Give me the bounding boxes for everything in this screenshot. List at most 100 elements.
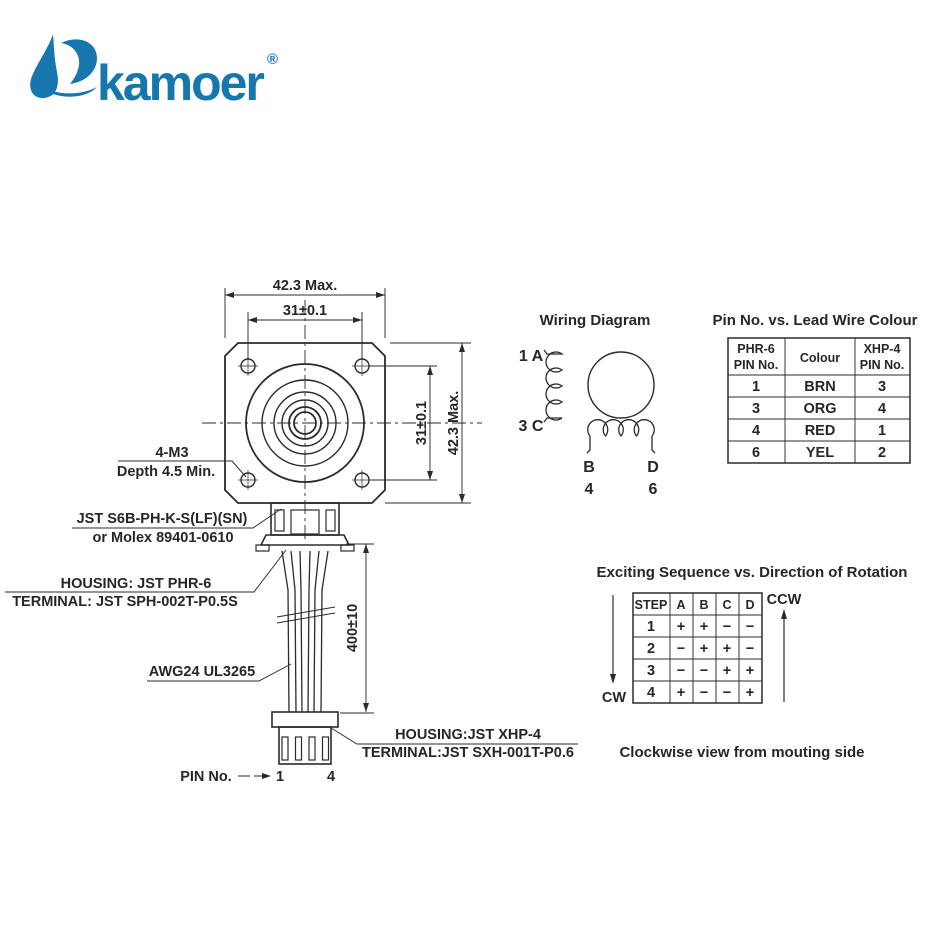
seq-table-cell: + xyxy=(700,641,708,657)
cable-assembly xyxy=(255,502,355,765)
pin-table-cell: 1 xyxy=(752,379,760,395)
cw-arrowhead xyxy=(610,674,616,684)
pin-table-header: PHR-6 xyxy=(737,342,775,356)
rotor-circle xyxy=(587,351,655,419)
xhp-housing-label: HOUSING:JST XHP-4 xyxy=(395,727,541,743)
xhp-terminal-label: TERMINAL:JST SXH-001T-P0.6 xyxy=(362,745,574,761)
seq-table-cell: 4 xyxy=(647,685,655,701)
brand-name: kamoer xyxy=(97,55,264,111)
leader-line xyxy=(330,727,578,745)
xhp-connector-body xyxy=(278,726,332,765)
pin-table-cell: 3 xyxy=(752,401,760,417)
seq-table-cell: + xyxy=(677,685,685,701)
sequence-table-header: STEP xyxy=(635,598,668,612)
dim-height-max: 42.3 Max. xyxy=(446,391,462,456)
pcb-connector-label-line1: JST S6B-PH-K-S(LF)(SN) xyxy=(77,511,248,527)
pcb-connector-label-line2: or Molex 89401-0610 xyxy=(92,530,233,546)
callout-labels: 4-M3 Depth 4.5 Min. JST S6B-PH-K-S(LF)(S… xyxy=(5,445,578,785)
pin-first-number: 1 xyxy=(276,769,284,785)
motor-front-view xyxy=(202,300,482,542)
coil-a-c xyxy=(543,349,564,423)
mounting-hole xyxy=(238,470,258,490)
sequence-table-header: C xyxy=(722,598,731,612)
pin-table-border xyxy=(727,337,911,464)
sequence-table: Exciting Sequence vs. Direction of Rotat… xyxy=(597,564,908,761)
pin-table-cell: 2 xyxy=(878,445,886,461)
seq-table-cell: 2 xyxy=(647,641,655,657)
arrowheads xyxy=(225,292,465,712)
seq-table-cell: + xyxy=(700,619,708,635)
xhp-pin-slot xyxy=(294,736,303,761)
sequence-table-header: B xyxy=(699,598,708,612)
pin-table-cell: YEL xyxy=(806,445,834,461)
seq-table-cell: 3 xyxy=(647,663,655,679)
xhp-connector-flange xyxy=(271,711,339,728)
collar-foot xyxy=(340,544,355,552)
xhp-pin-slot xyxy=(281,736,289,761)
phase-c-label: 3 C xyxy=(519,418,544,435)
ccw-arrowhead xyxy=(781,609,787,619)
phr-housing-label: HOUSING: JST PHR-6 xyxy=(61,576,212,592)
cw-label: CW xyxy=(602,690,626,706)
phase-a-label: 1 A xyxy=(519,348,544,365)
seq-table-cell: − xyxy=(677,641,685,657)
pin-table-header: Colour xyxy=(800,351,840,365)
phr-connector-cavity xyxy=(290,509,320,535)
dimension-lines xyxy=(225,294,463,712)
pin-table-cell: RED xyxy=(805,423,836,439)
registered-mark: ® xyxy=(267,51,278,68)
wiring-diagram: Wiring Diagram 1 A 3 C B D 4 6 xyxy=(519,312,659,498)
seq-table-cell: − xyxy=(723,685,731,701)
mount-hole-label-line2: Depth 4.5 Min. xyxy=(117,464,215,480)
logo-drop-icon xyxy=(30,34,58,99)
pin-last-number: 4 xyxy=(327,769,335,785)
sequence-table-grid xyxy=(633,593,762,703)
mount-hole-label-line1: 4-M3 xyxy=(155,445,188,461)
phase-b-label: B xyxy=(583,459,595,476)
sequence-table-title: Exciting Sequence vs. Direction of Rotat… xyxy=(597,564,908,581)
seq-table-cell: − xyxy=(677,663,685,679)
seq-table-cell: + xyxy=(723,641,731,657)
pin-table-cell: 6 xyxy=(752,445,760,461)
seq-table-cell: + xyxy=(723,663,731,679)
sequence-table-header: D xyxy=(745,598,754,612)
leader-line xyxy=(5,549,287,593)
pin-table-header: PIN No. xyxy=(860,358,904,372)
dim-width-max: 42.3 Max. xyxy=(273,278,338,294)
pin-no-arrowhead xyxy=(262,773,271,779)
dim-hole-pitch-v: 31±0.1 xyxy=(414,401,430,445)
mounting-hole xyxy=(352,470,372,490)
phr-terminal-label: TERMINAL: JST SPH-002T-P0.5S xyxy=(12,594,238,610)
phase-d-pin: 6 xyxy=(649,481,658,498)
phr-connector-slot xyxy=(274,509,285,532)
pin-table-cell: ORG xyxy=(803,401,836,417)
wiring-diagram-title: Wiring Diagram xyxy=(540,312,651,329)
pin-table-cell: 3 xyxy=(878,379,886,395)
seq-table-cell: − xyxy=(746,641,754,657)
phr-connector-slot xyxy=(325,509,336,532)
seq-table-cell: − xyxy=(700,663,708,679)
pin-table-cell: 4 xyxy=(752,423,760,439)
pin-no-label: PIN No. xyxy=(180,769,232,785)
pin-table-title: Pin No. vs. Lead Wire Colour xyxy=(713,312,918,329)
seq-table-cell: − xyxy=(700,685,708,701)
pin-table-grid xyxy=(728,338,910,463)
leader-line xyxy=(147,663,292,682)
motor-body-outline xyxy=(224,342,386,504)
collar-foot xyxy=(255,544,270,552)
sequence-table-header: A xyxy=(676,598,685,612)
phase-b-pin: 4 xyxy=(585,481,594,498)
ccw-label: CCW xyxy=(767,592,802,608)
coil-b-d xyxy=(586,419,656,454)
sequence-table-border xyxy=(632,592,763,704)
leader-line xyxy=(118,460,247,478)
pin-table-header: PIN No. xyxy=(734,358,778,372)
pin-table-header: XHP-4 xyxy=(864,342,901,356)
wire-spec-label: AWG24 UL3265 xyxy=(149,664,255,680)
seq-table-cell: − xyxy=(723,619,731,635)
kamoer-logo: kamoer ® xyxy=(30,34,278,111)
xhp-pin-slot xyxy=(321,736,330,761)
wire-bundle xyxy=(281,550,329,713)
